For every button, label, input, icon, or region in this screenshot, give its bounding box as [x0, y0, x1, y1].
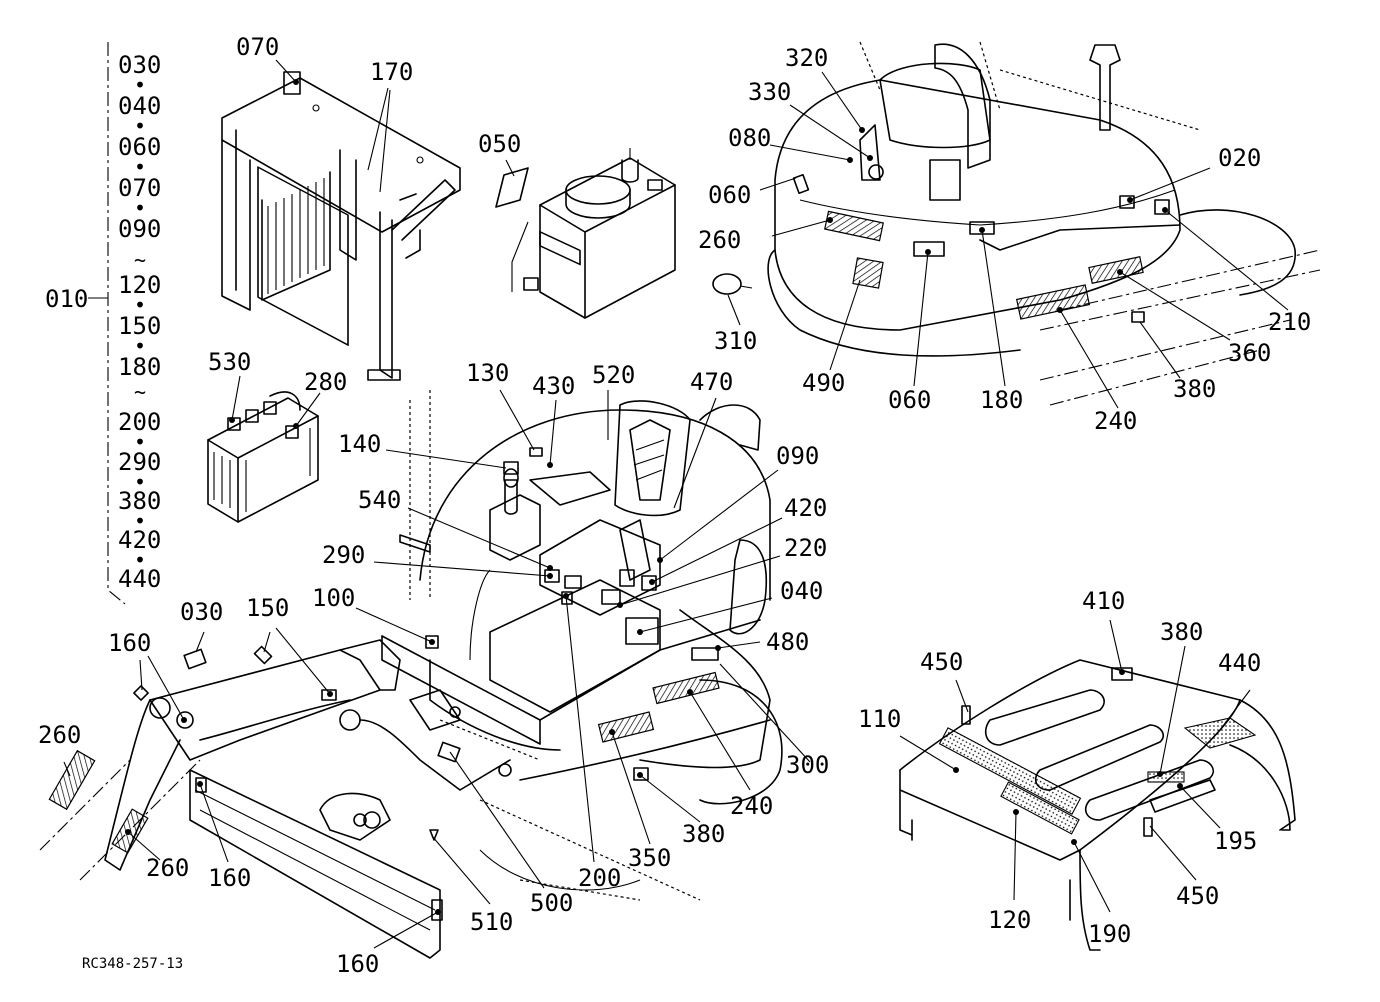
assembly-member: 040 [118, 92, 161, 120]
callout-label: 310 [714, 327, 757, 355]
callout-label: 320 [785, 44, 828, 72]
callout-label: 430 [532, 372, 575, 400]
assembly-separator: • [134, 509, 146, 533]
callout-label: 110 [858, 705, 901, 733]
callout-label: 380 [1160, 618, 1203, 646]
callout-label: 040 [780, 577, 823, 605]
assembly-separator: • [134, 114, 146, 138]
callout-label: 100 [312, 584, 355, 612]
callout-label: 070 [236, 33, 279, 61]
drawing-reference: RC348-257-13 [82, 956, 183, 972]
assembly-separator: • [134, 293, 146, 317]
assembly-member: 180 [118, 353, 161, 381]
operator-station-drawing [381, 390, 771, 781]
callout-label: 160 [108, 629, 151, 657]
callout-label: 160 [208, 864, 251, 892]
callout-label: 150 [246, 594, 289, 622]
callout-label: 520 [592, 361, 635, 389]
callout-label: 490 [802, 369, 845, 397]
assembly-separator: • [134, 73, 146, 97]
callout-label: 380 [1173, 375, 1216, 403]
callout-label: 020 [1218, 144, 1261, 172]
assembly-bracket [88, 42, 126, 605]
assembly-member: 150 [118, 312, 161, 340]
callout-label: 210 [1268, 308, 1311, 336]
callout-label: 280 [304, 368, 347, 396]
callout-label: 500 [530, 889, 573, 917]
assembly-member: 090 [118, 215, 161, 243]
callout-label: 420 [784, 494, 827, 522]
callout-label: 450 [920, 648, 963, 676]
callout-label: 350 [628, 844, 671, 872]
tank-drawing [495, 148, 676, 319]
callout-label: 300 [786, 751, 829, 779]
callout-label: 240 [1094, 407, 1137, 435]
assembly-member: 030 [118, 51, 161, 79]
callout-label: 190 [1088, 920, 1131, 948]
callout-label: 450 [1176, 882, 1219, 910]
callout-label: 260 [38, 721, 81, 749]
callout-label: 480 [766, 628, 809, 656]
assembly-separator: ~ [134, 380, 146, 404]
assembly-separator: ~ [134, 248, 146, 272]
assembly-member: 060 [118, 133, 161, 161]
callout-label: 360 [1228, 339, 1271, 367]
callout-label: 200 [578, 864, 621, 892]
radiator-frame-drawing [221, 71, 461, 381]
callout-label: 260 [698, 226, 741, 254]
callout-label: 440 [1218, 649, 1261, 677]
assembly-member: 290 [118, 448, 161, 476]
callout-label: 030 [180, 598, 223, 626]
callout-label: 380 [682, 820, 725, 848]
assembly-list: 010 030 • 040 • 060 • 070 • 090 ~ 120 • … [45, 51, 161, 593]
assembly-member: 420 [118, 526, 161, 554]
callout-label: 160 [336, 950, 379, 978]
callout-label: 080 [728, 124, 771, 152]
assembly-separator: • [134, 196, 146, 220]
callout-labels: 070 170 050 320 330 080 060 020 260 210 … [38, 33, 1311, 978]
callout-label: 140 [338, 430, 381, 458]
assembly-member: 120 [118, 271, 161, 299]
assembly-separator: • [134, 430, 146, 454]
battery-drawing [207, 391, 319, 523]
callout-label: 530 [208, 348, 251, 376]
callout-label: 240 [730, 792, 773, 820]
callout-label: 220 [784, 534, 827, 562]
callout-label: 170 [370, 58, 413, 86]
callout-label: 060 [888, 386, 931, 414]
callout-label: 120 [988, 906, 1031, 934]
assembly-member: 070 [118, 174, 161, 202]
callout-label: 470 [690, 368, 733, 396]
leader-lines [63, 59, 1289, 949]
assembly-member: 440 [118, 565, 161, 593]
assembly-member: 380 [118, 487, 161, 515]
callout-label: 050 [478, 130, 521, 158]
assembly-label: 010 [45, 285, 88, 313]
callout-label: 260 [146, 854, 189, 882]
callout-label: 195 [1214, 827, 1257, 855]
upper-frame-drawing [712, 41, 1321, 406]
callout-label: 290 [322, 541, 365, 569]
boom-and-blade-drawing [39, 639, 783, 959]
assembly-separator: • [134, 470, 146, 494]
callout-label: 130 [466, 359, 509, 387]
canopy-drawing [899, 659, 1296, 951]
callout-label: 180 [980, 386, 1023, 414]
callout-label: 330 [748, 78, 791, 106]
leader-dots [125, 79, 1183, 915]
assembly-separator: • [134, 334, 146, 358]
assembly-member: 200 [118, 408, 161, 436]
callout-label: 060 [708, 181, 751, 209]
callout-label: 090 [776, 442, 819, 470]
assembly-separator: • [134, 155, 146, 179]
assembly-separator: • [134, 548, 146, 572]
callout-label: 540 [358, 486, 401, 514]
callout-label: 510 [470, 908, 513, 936]
callout-label: 410 [1082, 587, 1125, 615]
